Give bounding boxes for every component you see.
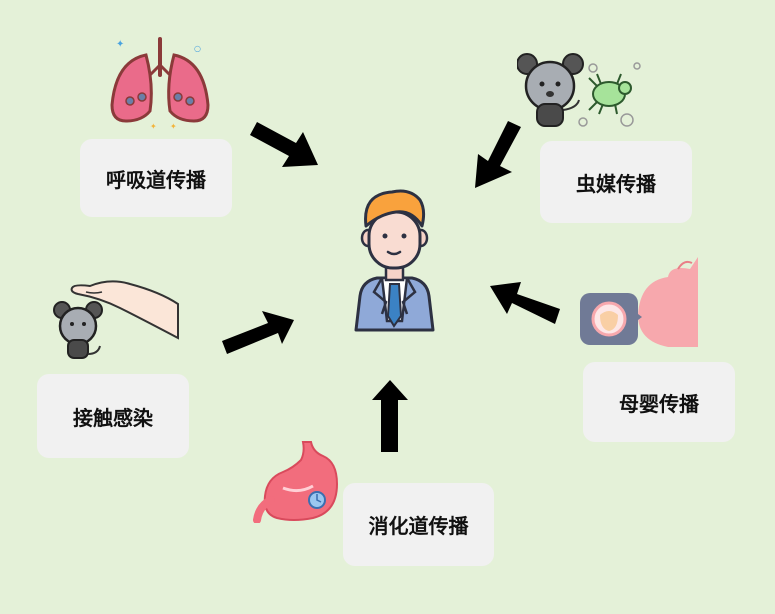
respiratory-arrow bbox=[250, 122, 318, 167]
svg-text:✦: ✦ bbox=[170, 122, 177, 130]
maternal-route-label: 母婴传播 bbox=[583, 362, 735, 442]
svg-text:✦: ✦ bbox=[150, 122, 157, 130]
person-icon bbox=[354, 189, 435, 332]
contact-arrow bbox=[222, 311, 294, 354]
maternal-arrow bbox=[490, 282, 560, 324]
insect-route-label: 虫媒传播 bbox=[540, 141, 692, 223]
stomach-icon bbox=[253, 441, 339, 523]
svg-text:✦: ✦ bbox=[116, 39, 124, 50]
svg-text:○: ○ bbox=[194, 44, 201, 53]
respiratory-route-label: 呼吸道传播 bbox=[80, 139, 232, 217]
lungs-icon: ✦ ○ ✦ ✦ bbox=[110, 37, 210, 130]
contact-route-label: 接触感染 bbox=[37, 374, 189, 458]
insect-arrow bbox=[475, 121, 521, 188]
digestive-arrow bbox=[372, 380, 408, 452]
pregnant-belly-icon bbox=[580, 257, 698, 347]
digestive-route-label: 消化道传播 bbox=[343, 483, 494, 566]
mouse-with-mite-icon bbox=[517, 53, 641, 127]
hand-holding-mouse-icon bbox=[53, 280, 179, 359]
